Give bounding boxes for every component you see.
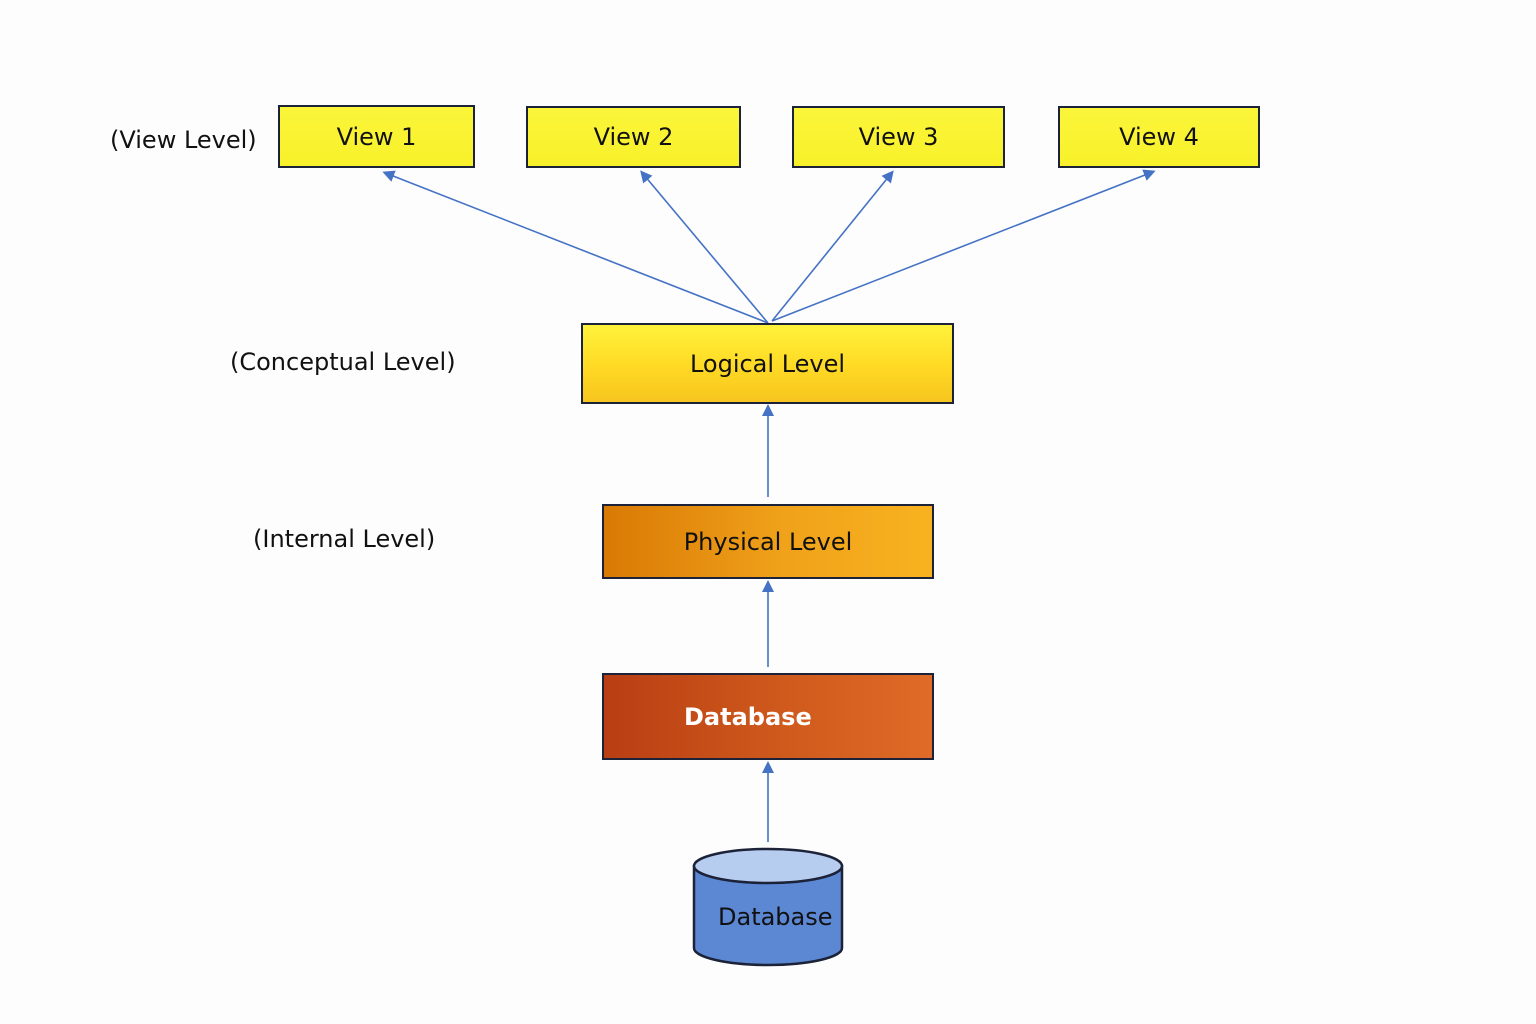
view-2-label: View 2 bbox=[593, 123, 674, 151]
view-4-label: View 4 bbox=[1119, 123, 1199, 151]
view-1-label: View 1 bbox=[336, 122, 417, 151]
view-4-box: View 4 bbox=[1058, 106, 1260, 168]
arrow-to-view-1 bbox=[382, 170, 769, 324]
conceptual-level-label: (Conceptual Level) bbox=[230, 348, 456, 376]
logical-level-box: Logical Level bbox=[581, 323, 954, 404]
view-1-box: View 1 bbox=[278, 105, 475, 168]
logical-level-label: Logical Level bbox=[689, 349, 846, 378]
view-2-box: View 2 bbox=[526, 106, 741, 168]
database-box: Database bbox=[602, 673, 934, 760]
arrow-to-view-2 bbox=[640, 170, 769, 324]
physical-level-box: Physical Level bbox=[602, 504, 934, 579]
internal-level-label: (Internal Level) bbox=[253, 525, 436, 553]
view-3-box: View 3 bbox=[792, 106, 1005, 168]
physical-level-label: Physical Level bbox=[683, 527, 853, 556]
view-3-label: View 3 bbox=[858, 123, 939, 151]
database-cylinder-icon bbox=[692, 847, 844, 967]
view-level-label: (View Level) bbox=[110, 126, 257, 154]
arrow-to-view-3 bbox=[771, 170, 894, 322]
arrow-to-view-4 bbox=[771, 169, 1156, 322]
database-box-label: Database bbox=[684, 702, 812, 731]
database-cylinder-label: Database bbox=[718, 903, 833, 931]
